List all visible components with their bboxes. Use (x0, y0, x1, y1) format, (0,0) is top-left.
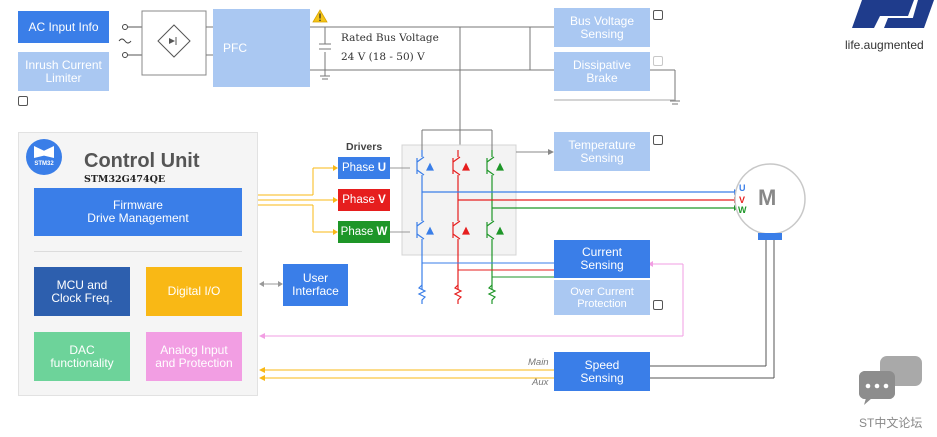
shunt-resistors (417, 284, 497, 304)
phase-v-driver[interactable]: Phase V (338, 189, 390, 211)
switch-u-high (413, 156, 434, 176)
speed-sense-arrows (259, 367, 265, 381)
driver-to-bridge (390, 167, 410, 233)
speed-sense-lines (262, 369, 554, 379)
phase-u-prefix: Phase (341, 161, 378, 174)
butterfly-icon (34, 146, 54, 158)
dissipative-brake-checkbox[interactable] (653, 56, 663, 66)
warning-icon (312, 9, 328, 23)
switch-u-low (413, 220, 434, 240)
motor-encoder-lines (650, 240, 775, 379)
forum-label: ST中文论坛 (859, 416, 923, 430)
rated-bus-voltage-value: 24 V (18 - 50) V (341, 51, 425, 63)
bus-voltage-checkbox[interactable] (653, 10, 663, 20)
over-current-protection-block[interactable]: Over Current Protection (554, 280, 650, 315)
analog-input-protection-block[interactable]: Analog Input and Protection (146, 332, 242, 381)
over-current-checkbox[interactable] (653, 300, 663, 310)
switch-w-low (483, 220, 504, 240)
forum-chat-icon (859, 356, 922, 405)
dissipative-brake-block[interactable]: Dissipative Brake (554, 52, 650, 91)
ac-input-info-block[interactable]: AC Input Info (18, 11, 109, 43)
drivers-title: Drivers (346, 141, 383, 153)
user-interface-block[interactable]: User Interface (283, 264, 348, 306)
inrush-checkbox[interactable] (18, 96, 28, 106)
temperature-sensing-block[interactable]: Temperature Sensing (554, 132, 650, 171)
current-sensing-block[interactable]: Current Sensing (554, 240, 650, 278)
temperature-arrow (516, 149, 554, 155)
phase-u-driver[interactable]: Phase U (338, 157, 390, 179)
driver-signal-arrows (333, 165, 338, 235)
driver-signal-lines (258, 167, 336, 233)
digital-io-block[interactable]: Digital I/O (146, 267, 242, 316)
temperature-checkbox[interactable] (653, 135, 663, 145)
phase-outputs (422, 191, 734, 209)
bus-voltage-sensing-block[interactable]: Bus Voltage Sensing (554, 8, 650, 47)
brand-tagline: life.augmented (845, 38, 924, 52)
phase-w-prefix: Phase (340, 225, 377, 238)
switch-v-low (449, 220, 470, 240)
stm32-chip-label: STM32 (34, 161, 54, 167)
motor-phase-u-label: U (739, 183, 746, 193)
current-sense-lines (422, 262, 554, 278)
bridge-rectifier (141, 10, 207, 76)
motor-phase-w-label: W (738, 205, 747, 215)
control-unit-part-number: STM32G474QE (84, 174, 166, 185)
control-unit-title: Control Unit (84, 150, 200, 172)
dac-functionality-block[interactable]: DAC functionality (34, 332, 130, 381)
over-current-arrows (259, 261, 653, 339)
over-current-feedback (262, 263, 684, 337)
ac-input-wires (128, 26, 142, 56)
user-interface-link (259, 281, 283, 287)
inverter-rails (421, 129, 493, 150)
st-logo (852, 0, 934, 28)
inrush-current-limiter-block[interactable]: Inrush Current Limiter (18, 52, 109, 91)
rated-bus-voltage-label: Rated Bus Voltage (341, 32, 439, 44)
motor-label: M (758, 185, 777, 210)
speed-sensing-block[interactable]: Speed Sensing (554, 352, 650, 391)
phase-w-letter: W (376, 225, 388, 238)
switch-v-high (449, 156, 470, 176)
control-unit-divider (34, 251, 242, 252)
firmware-drive-management-block[interactable]: Firmware Drive Management (34, 188, 242, 236)
ac-input-terminals (118, 24, 132, 58)
speed-aux-label: Aux (532, 377, 549, 388)
stm32-chip-icon: STM32 (26, 139, 62, 175)
speed-main-label: Main (528, 357, 549, 368)
phase-w-driver[interactable]: Phase W (338, 221, 390, 243)
pfc-block[interactable]: PFC (213, 9, 310, 87)
mcu-clock-block[interactable]: MCU and Clock Freq. (34, 267, 130, 316)
motor-phase-v-label: V (739, 195, 746, 205)
motor (734, 163, 806, 240)
phase-v-letter: V (378, 193, 386, 206)
switch-w-high (483, 156, 504, 176)
phase-u-letter: U (377, 161, 387, 174)
phase-v-prefix: Phase (342, 193, 379, 206)
